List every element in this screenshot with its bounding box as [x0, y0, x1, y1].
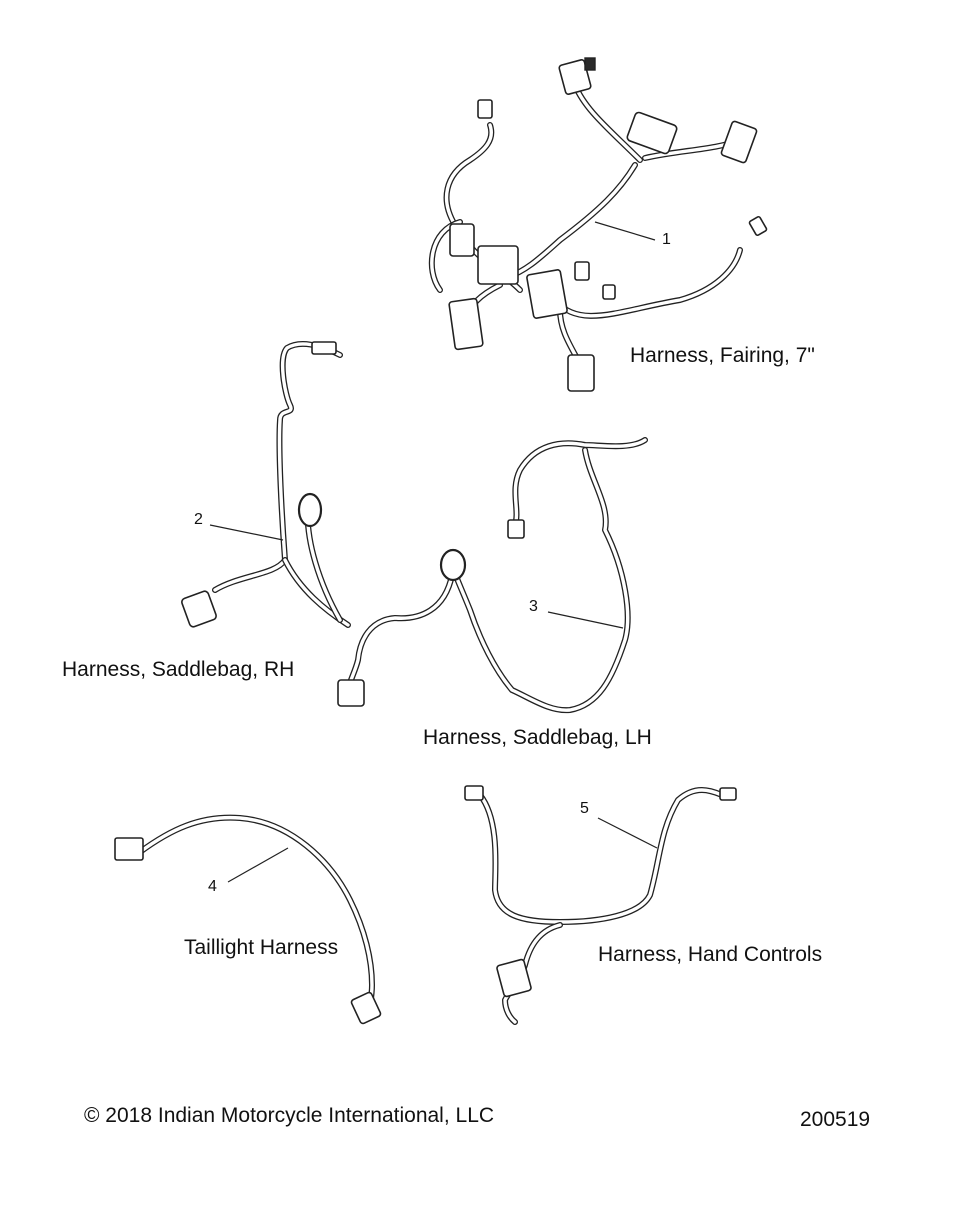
callout-1-leader: [594, 221, 656, 241]
callout-5: 5: [580, 800, 589, 817]
callout-1: 1: [662, 231, 671, 248]
caption-taillight-harness: Taillight Harness: [184, 936, 339, 959]
callout-3-leader: [547, 611, 624, 629]
drawing-number: 200519: [800, 1108, 871, 1131]
rh-connector: [181, 590, 217, 628]
callout-4: 4: [208, 878, 217, 895]
fairing-harness-drawing: [428, 57, 768, 392]
fairing-harness-connectors: [448, 57, 768, 392]
copyright-notice: © 2018 Indian Motorcycle International, …: [84, 1104, 495, 1127]
rh-grommet: [297, 492, 323, 528]
callout-4-leader: [227, 847, 289, 883]
saddlebag-rh-harness-drawing: [181, 341, 351, 628]
caption-hand-controls-harness: Harness, Hand Controls: [598, 943, 823, 966]
hand-controls-switch-connector: [496, 958, 532, 998]
callout-5-leader: [597, 817, 658, 849]
caption-fairing-harness: Harness, Fairing, 7": [630, 344, 815, 367]
taillight-harness-drawing: [114, 814, 382, 1025]
callout-2: 2: [194, 511, 203, 528]
caption-saddlebag-lh-harness: Harness, Saddlebag, LH: [423, 726, 652, 749]
lh-grommet: [439, 548, 467, 582]
lh-connector: [337, 679, 365, 707]
callout-2-leader: [209, 524, 284, 541]
caption-saddlebag-rh-harness: Harness, Saddlebag, RH: [62, 658, 295, 681]
saddlebag-lh-harness-drawing: [337, 437, 648, 714]
callout-3: 3: [529, 598, 538, 615]
hand-controls-harness-drawing: [464, 785, 737, 1025]
taillight-end-connector: [114, 837, 144, 861]
